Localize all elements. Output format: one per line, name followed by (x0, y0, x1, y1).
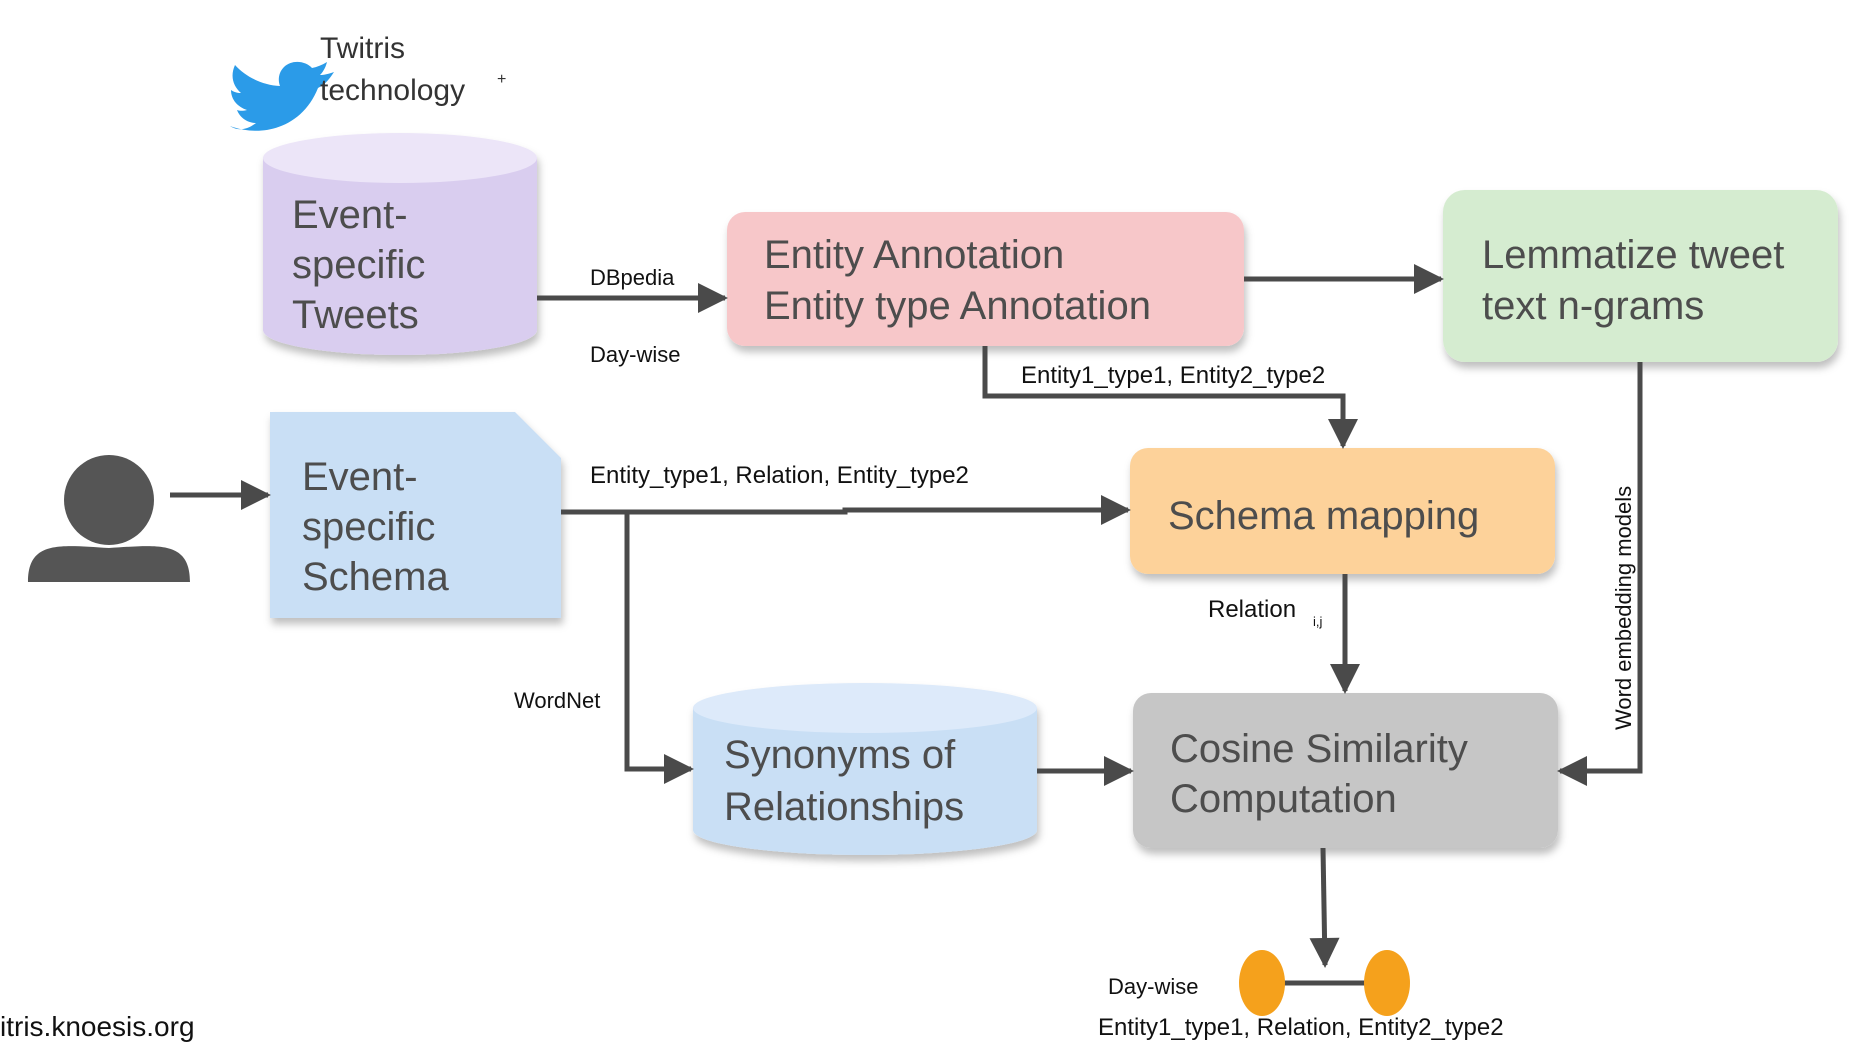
footer-url: itris.knoesis.org (0, 1011, 195, 1042)
lemmatize-line1: Lemmatize tweet (1482, 233, 1784, 277)
source-mark: + (497, 71, 506, 88)
synonyms-line2: Relationships (724, 785, 964, 829)
output-node-left (1239, 950, 1285, 1016)
output-triple: Entity1_type1, Relation, Entity2_type2 (1098, 1014, 1504, 1041)
tweets-line1: Event- (292, 193, 408, 237)
label-relation-subscript: i,j (1313, 614, 1323, 629)
source-line1: Twitris (320, 32, 405, 65)
person-icon (28, 455, 190, 582)
output-node-right (1364, 950, 1410, 1016)
label-dbpedia: DBpedia (590, 265, 675, 290)
entity-annotation-node (727, 212, 1244, 346)
event-schema-node (270, 412, 561, 618)
schema-mapping-label: Schema mapping (1168, 494, 1479, 538)
edge-annotation-schema-mapping (982, 346, 1358, 449)
synonyms-line1: Synonyms of (724, 733, 956, 777)
synonyms-node (693, 683, 1037, 855)
label-schema-triple: Entity_type1, Relation, Entity_type2 (590, 462, 969, 489)
label-word-embedding: Word embedding models (1611, 486, 1636, 730)
tweets-line2: specific (292, 243, 425, 287)
lemmatize-node (1443, 190, 1838, 362)
edge-schema-mapping-input (561, 495, 1131, 525)
twitter-bird-icon (230, 61, 334, 131)
label-wordnet: WordNet (514, 688, 600, 713)
annotation-line1: Entity Annotation (764, 233, 1064, 277)
schema-mapping-node (1130, 448, 1555, 574)
label-entity-types: Entity1_type1, Entity2_type2 (1021, 362, 1325, 389)
annotation-line2: Entity type Annotation (764, 284, 1151, 328)
source-line2: technology (320, 74, 465, 107)
cosine-line2: Computation (1170, 777, 1397, 821)
schema-line2: specific (302, 505, 435, 549)
edge-cosine-output (1309, 847, 1340, 968)
label-daywise-top: Day-wise (590, 342, 680, 367)
label-relation: Relation (1208, 596, 1296, 623)
cosine-similarity-node (1133, 693, 1558, 848)
schema-line1: Event- (302, 455, 418, 499)
edge-lemmatize-cosine (1557, 362, 1643, 786)
schema-line3: Schema (302, 555, 449, 599)
tweets-line3: Tweets (292, 293, 419, 337)
cosine-line1: Cosine Similarity (1170, 727, 1468, 771)
output-daywise: Day-wise (1108, 974, 1198, 999)
event-tweets-node (263, 133, 537, 355)
lemmatize-line2: text n-grams (1482, 284, 1704, 328)
edge-schema-wordnet (624, 512, 694, 784)
